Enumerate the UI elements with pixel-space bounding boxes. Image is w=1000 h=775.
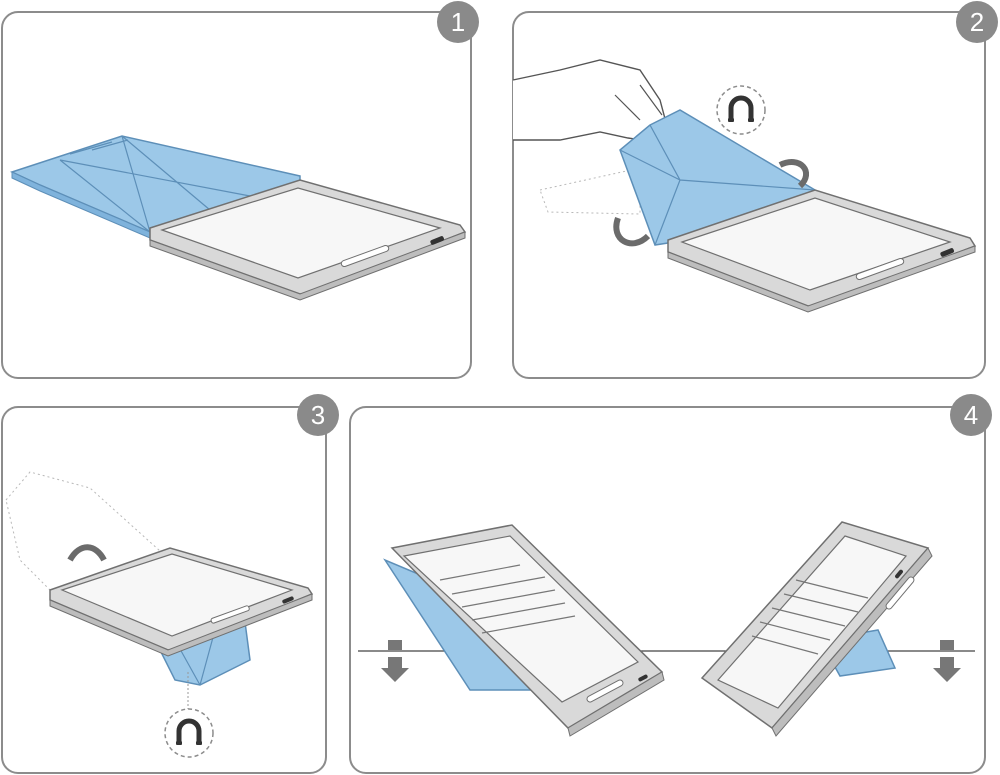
panel-step-1: 1 [1, 1, 479, 379]
step-badge-3: 3 [297, 394, 339, 436]
ereader-device-portrait [390, 524, 665, 737]
step-badge-4: 4 [950, 394, 992, 436]
ereader-device [667, 189, 977, 313]
down-arrow-icon [933, 640, 961, 682]
rotate-arrow-icon [613, 159, 809, 247]
down-arrow-icon [381, 640, 409, 682]
svg-text:3: 3 [311, 400, 325, 430]
panel-step-2: 2 [512, 1, 998, 379]
magnet-icon [164, 708, 214, 758]
svg-text:4: 4 [964, 400, 978, 430]
step-badge-2: 2 [956, 1, 998, 43]
ereader-device [49, 547, 314, 657]
rotate-arrow-icon [67, 544, 107, 562]
magnet-icon [716, 85, 766, 135]
panel-step-3: 3 [1, 394, 339, 774]
svg-text:1: 1 [451, 7, 465, 37]
panel-step-4: 4 [349, 394, 992, 774]
svg-text:2: 2 [970, 7, 984, 37]
ereader-device [149, 179, 467, 301]
ereader-device-portrait [700, 521, 933, 737]
step-badge-1: 1 [437, 1, 479, 43]
